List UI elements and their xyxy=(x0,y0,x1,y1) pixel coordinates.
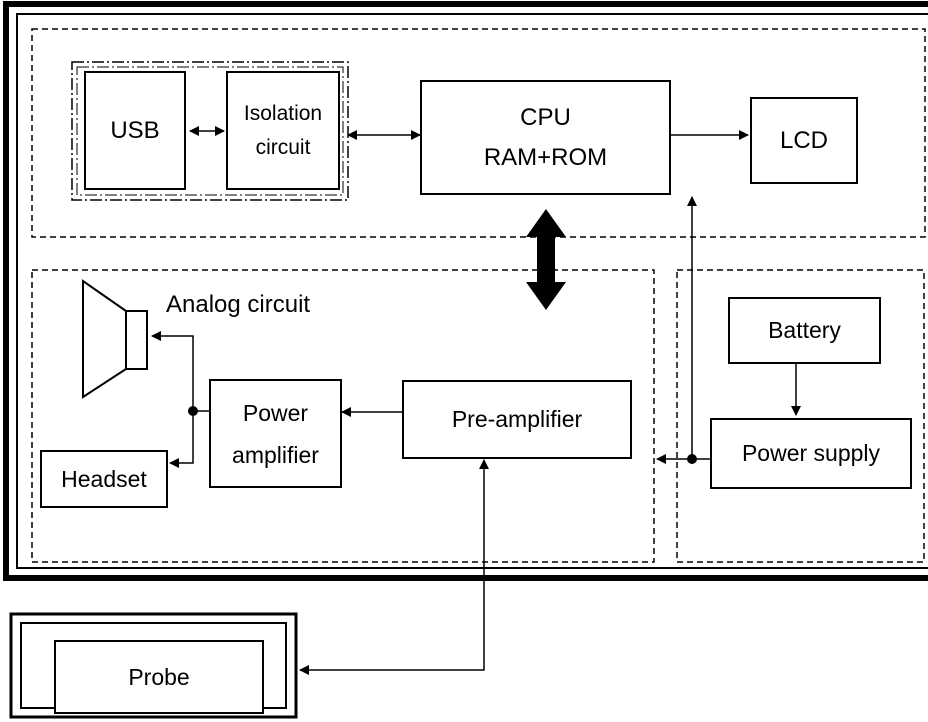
power-amplifier-label-line1: Power xyxy=(242,399,309,426)
isolation-circuit-block: Isolation circuit xyxy=(226,71,340,190)
isolation-label-line2: circuit xyxy=(255,135,311,159)
bus-arrow-icon xyxy=(526,209,566,310)
power-region xyxy=(676,269,925,563)
usb-block: USB xyxy=(84,71,186,190)
isolation-label-line1: Isolation xyxy=(243,101,323,125)
power-amplifier-block: Power amplifier xyxy=(209,379,342,488)
headset-block: Headset xyxy=(40,450,168,508)
probe-enclosure-outer xyxy=(9,612,298,719)
pre-amplifier-label: Pre-amplifier xyxy=(451,406,583,432)
junction-dot-icon xyxy=(687,454,697,464)
probe-label: Probe xyxy=(128,663,190,690)
poweramp-headset-link xyxy=(169,411,194,468)
power-supply-block: Power supply xyxy=(710,418,912,489)
lcd-label: LCD xyxy=(779,126,828,154)
power-supply-label: Power supply xyxy=(741,440,881,466)
cpu-label-line2: RAM+ROM xyxy=(483,143,608,171)
cpu-label-line1: CPU xyxy=(520,103,571,131)
headset-label: Headset xyxy=(61,465,147,492)
cpu-block: CPU RAM+ROM xyxy=(420,80,671,195)
usb-isolation-group-inner xyxy=(76,66,344,196)
probe-preamp-link xyxy=(299,459,489,675)
battery-label: Battery xyxy=(768,317,841,343)
speaker-icon xyxy=(82,279,148,399)
battery-block: Battery xyxy=(728,297,881,364)
lcd-block: LCD xyxy=(750,97,858,184)
probe-block: Probe xyxy=(54,640,264,714)
poweramp-speaker-link xyxy=(151,331,194,411)
usb-label: USB xyxy=(110,116,160,144)
analog-circuit-label: Analog circuit xyxy=(166,291,311,318)
pre-amplifier-block: Pre-amplifier xyxy=(402,380,632,459)
power-amplifier-label-line2: amplifier xyxy=(232,441,319,468)
